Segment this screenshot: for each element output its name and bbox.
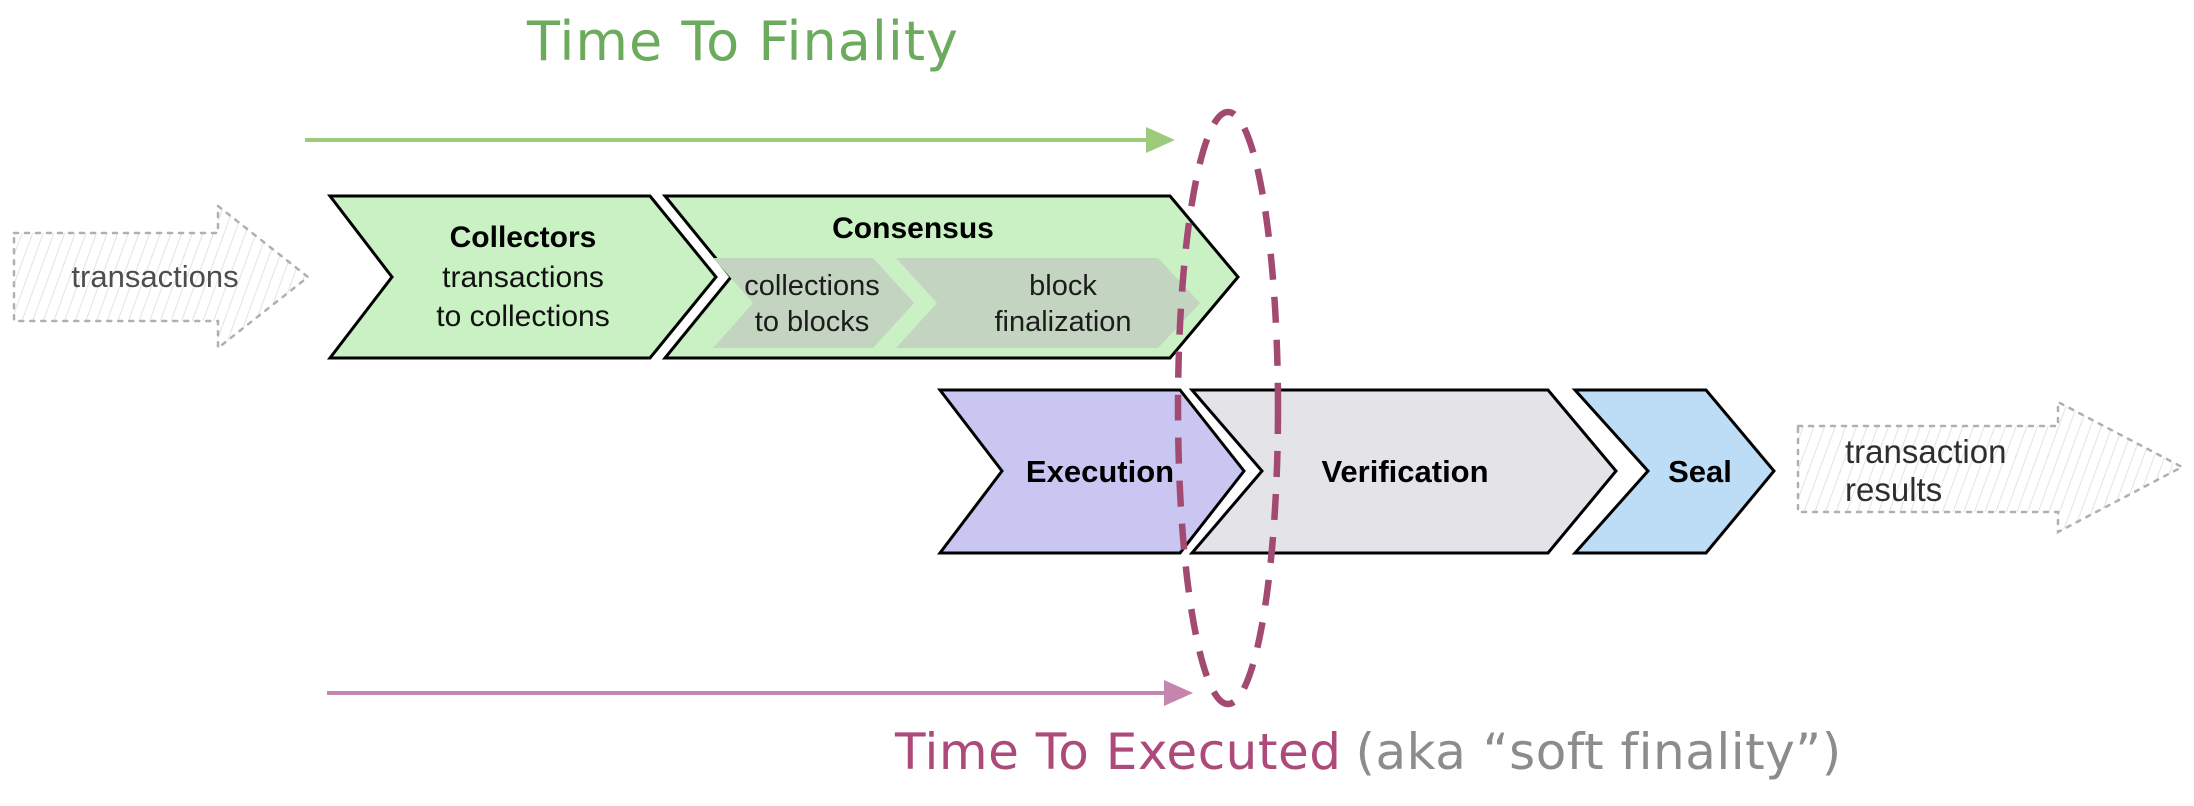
collectors-chevron bbox=[326, 194, 718, 360]
seal-chevron bbox=[1571, 388, 1776, 555]
collectors-title: Collectors bbox=[449, 221, 597, 254]
execution-title: Execution bbox=[1025, 454, 1175, 489]
consensus-stage1-line2: to blocks bbox=[754, 306, 870, 338]
executed-arrowhead-icon bbox=[1164, 680, 1193, 706]
time-to-finality-title: Time To Finality bbox=[527, 10, 959, 73]
time-to-executed-highlight: Time To Executed bbox=[895, 723, 1342, 781]
collectors-subtitle-line1: transactions bbox=[442, 261, 604, 294]
time-to-executed-title: Time To Executed(aka “soft finality”) bbox=[895, 726, 1842, 779]
transactions-label: transactions bbox=[71, 259, 239, 294]
time-to-finality-arrow bbox=[305, 127, 1175, 153]
transaction-results-output-arrow-icon bbox=[1796, 399, 2185, 535]
seal-title: Seal bbox=[1668, 454, 1732, 489]
consensus-stage1-line1: collections bbox=[744, 270, 880, 302]
transaction-results-label-line2: results bbox=[1845, 471, 1943, 508]
consensus-stage2-line2: finalization bbox=[994, 306, 1132, 338]
collectors-subtitle-line2: to collections bbox=[436, 300, 610, 333]
transaction-results-label: transaction results bbox=[1845, 433, 2006, 509]
transactions-input-arrow-icon bbox=[12, 203, 311, 351]
consensus-stage1-chevron bbox=[713, 258, 914, 348]
consensus-stage2-line1: block bbox=[1029, 270, 1097, 302]
transaction-results-label-line1: transaction bbox=[1845, 433, 2007, 470]
consensus-stage2-chevron bbox=[896, 258, 1200, 348]
finality-arrowhead-icon bbox=[1146, 127, 1175, 153]
consensus-title: Consensus bbox=[832, 212, 994, 245]
time-to-executed-arrow bbox=[327, 680, 1193, 706]
soft-finality-suffix: (aka “soft finality”) bbox=[1355, 723, 1842, 781]
verification-title: Verification bbox=[1321, 454, 1489, 489]
